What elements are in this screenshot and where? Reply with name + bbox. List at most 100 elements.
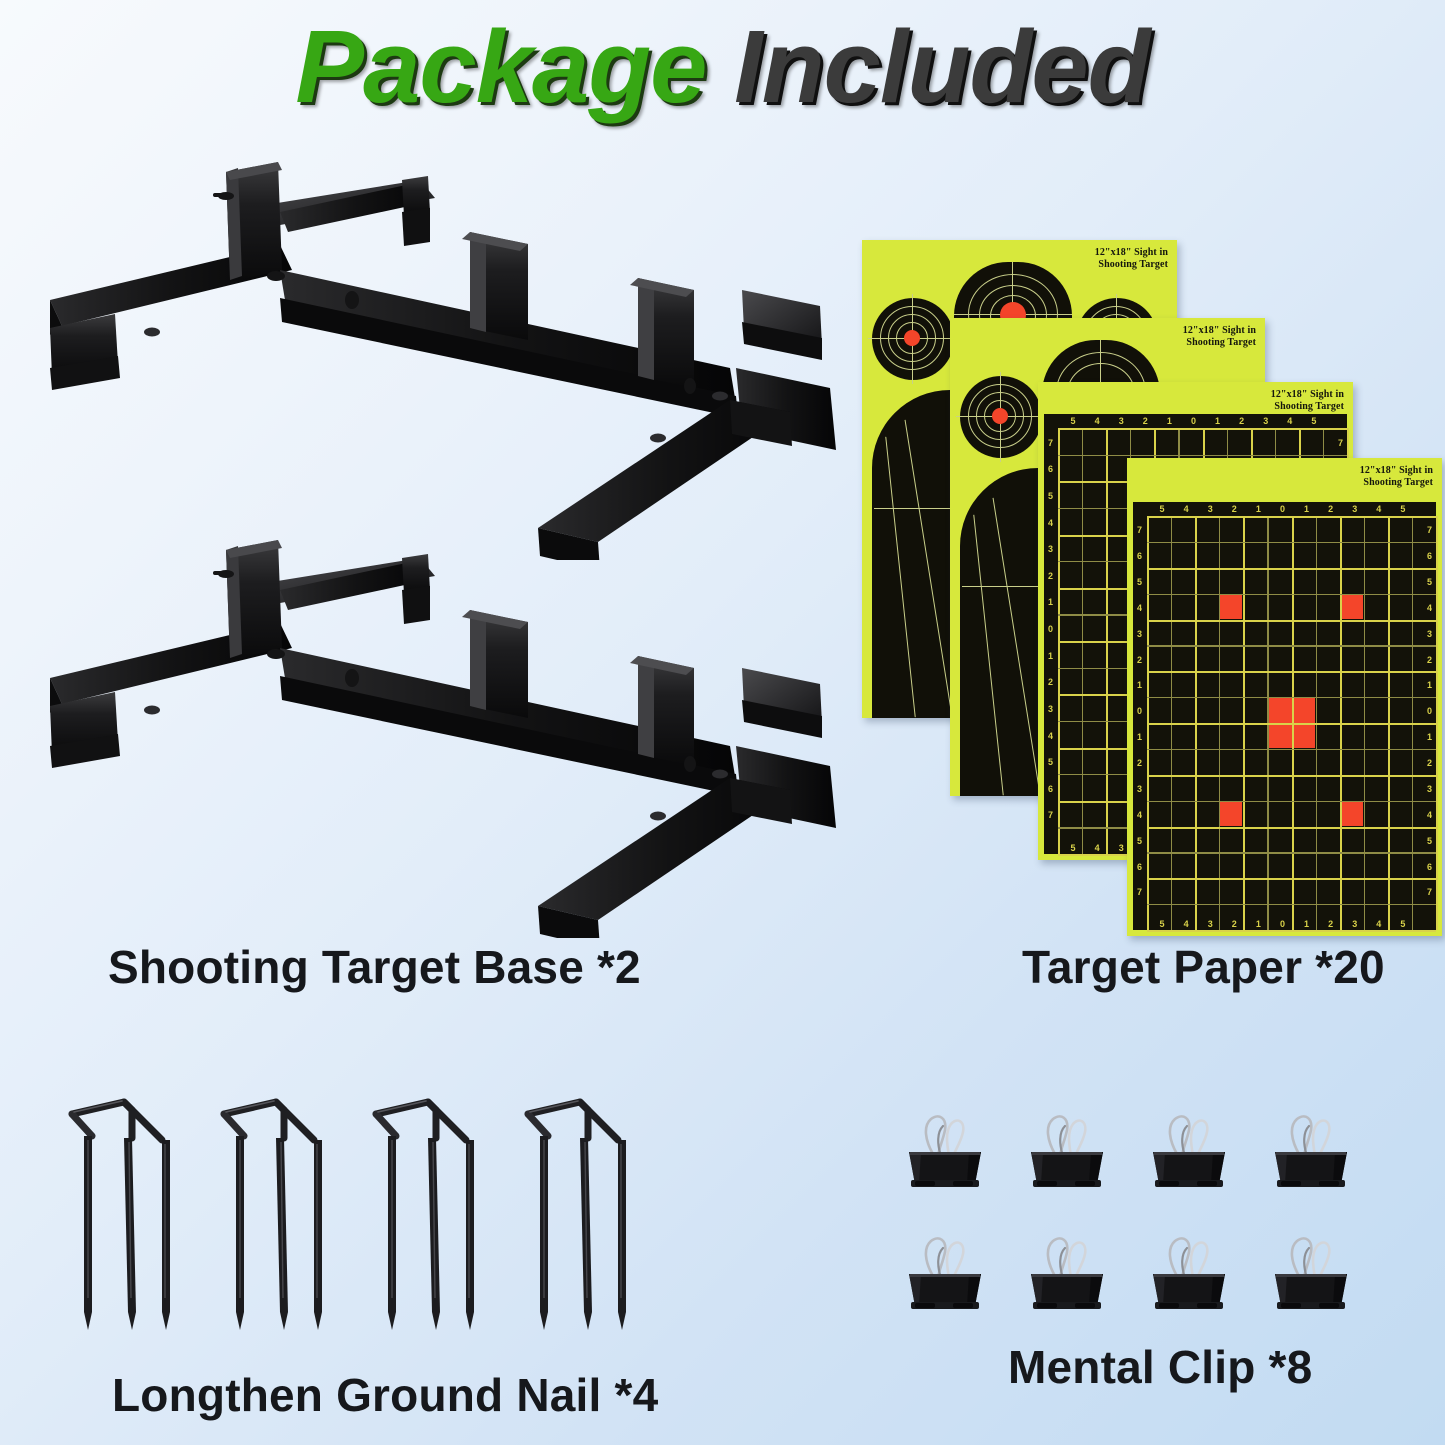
grid-x-axis-label: 5 [1400,504,1406,514]
grid-line [1147,878,1436,881]
grid-x-axis-label: 3 [1207,504,1213,514]
binder-clip-icon [1027,1110,1107,1195]
caption-ground-nail: Longthen Ground Nail *4 [112,1369,659,1421]
grid-y-axis-label: 1 [1137,680,1143,691]
grid-x-axis-label: 1 [1215,416,1221,426]
grid-y-axis-label: 7 [1427,887,1433,898]
ground-nail-icon [366,1098,491,1333]
grid-y-axis-label: 0 [1427,706,1433,717]
shooting-target-base-2 [30,528,860,948]
grid-y-axis-label: 3 [1137,628,1143,639]
grid-line [1147,774,1436,777]
grid-x-axis-label: 0 [1190,416,1196,426]
grid-x-axis-label: 2 [1328,504,1334,514]
grid-x-axis-label: 5 [1311,416,1317,426]
grid-y-axis-label: 4 [1048,730,1054,741]
target-hit-square [1220,594,1243,619]
sheet-header: 12"x18" Sight in Shooting Target [1182,325,1256,349]
grid-x-axis-label: 2 [1231,919,1237,929]
grid-line [1058,454,1347,456]
grid-x-axis-label: 5 [1159,504,1165,514]
grid-line [1147,826,1436,829]
grid-x-axis-label: 1 [1304,504,1310,514]
grid-x-axis-label: 2 [1142,416,1148,426]
grid-x-axis-label: 3 [1263,416,1269,426]
grid-x-axis-label: 4 [1094,416,1100,426]
grid-y-axis-label: 6 [1048,783,1054,794]
grid-line [1147,567,1436,570]
grid-x-axis-label: 3 [1118,843,1124,853]
grid-x-axis-label: 4 [1183,919,1189,929]
grid-line [1147,723,1436,725]
grid-x-axis-label: 1 [1255,504,1261,514]
grid-y-axis-label: 7 [1048,810,1054,821]
grid-line [1147,904,1436,906]
caption-mental-clip: Mental Clip *8 [1008,1341,1313,1393]
binder-clip-icon [905,1232,985,1317]
grid-x-axis-label: 2 [1231,504,1237,514]
grid-x-axis-label: 5 [1070,416,1076,426]
grid-line [1147,748,1436,751]
grid-x-axis-label: 0 [1279,919,1285,929]
grid-y-axis-label: 3 [1048,703,1054,714]
grid-line [1147,619,1436,622]
grid-x-axis-label: 4 [1183,504,1189,514]
grid-y-axis-label: 1 [1427,680,1433,691]
binder-clip-icon [1271,1110,1351,1195]
grid-y-axis-label: 6 [1137,551,1143,562]
target-stand-icon [50,162,836,570]
grid-y-axis-label: 4 [1427,602,1433,613]
shooting-target-base-1 [30,150,860,570]
target-hit-square [1220,801,1243,826]
grid-line [1436,516,1438,930]
grid-x-axis-label: 5 [1070,843,1076,853]
binder-clip-icon [1149,1232,1229,1317]
binder-clip-group [905,1110,1375,1335]
grid-x-axis-label: 4 [1376,919,1382,929]
grid-x-axis-label: 0 [1279,504,1285,514]
grid-y-axis-label: 4 [1048,517,1054,528]
grid-y-axis-label: 5 [1048,490,1054,501]
ground-nail-icon [518,1098,643,1333]
grid-y-axis-label: 1 [1048,650,1054,661]
grid-y-axis-label: 7 [1427,525,1433,536]
grid-y-axis-label: 7 [1048,437,1054,448]
grid-y-axis-label: 5 [1048,757,1054,768]
grid-y-axis-label: 2 [1137,758,1143,769]
grid-y-axis-label: 2 [1137,654,1143,665]
grid-y-axis-label: 5 [1427,576,1433,587]
caption-shooting-target-base: Shooting Target Base *2 [108,941,641,993]
grid-x-axis-label: 5 [1400,919,1406,929]
grid-x-axis-label: 4 [1376,504,1382,514]
caption-target-paper: Target Paper *20 [1022,941,1385,993]
grid-x-axis-label: 4 [1094,843,1100,853]
sheet-header: 12"x18" Sight in Shooting Target [1270,389,1344,413]
grid-y-axis-label: 7 [1338,437,1344,448]
grid-x-axis-label: 3 [1207,919,1213,929]
grid-x-axis-label: 2 [1328,919,1334,929]
grid-y-axis-label: 7 [1137,525,1143,536]
ground-nail-icon [62,1098,187,1333]
ground-nail-group [62,1098,642,1338]
grid-line [1147,930,1436,932]
grid-line [1147,697,1436,699]
grid-x-axis-label: 1 [1166,416,1172,426]
grid-line [1058,428,1347,430]
grid-y-axis-label: 1 [1137,732,1143,743]
grid-y-axis-label: 3 [1137,783,1143,794]
title-word-included: Included [734,9,1150,124]
target-hit-square [1340,801,1363,826]
grid-y-axis-label: 2 [1427,758,1433,769]
grid-y-axis-label: 6 [1137,861,1143,872]
binder-clip-icon [905,1110,985,1195]
grid-y-axis-label: 1 [1048,597,1054,608]
target-hit-square [1340,594,1363,619]
grid-x-axis-label: 3 [1118,416,1124,426]
grid-y-axis-label: 3 [1048,544,1054,555]
grid-x-axis-label: 5 [1159,919,1165,929]
grid-x-axis-label: 3 [1352,504,1358,514]
grid-x-axis-label: 1 [1255,919,1261,929]
grid-y-axis-label: 3 [1427,628,1433,639]
grid-x-axis-label: 3 [1352,919,1358,929]
